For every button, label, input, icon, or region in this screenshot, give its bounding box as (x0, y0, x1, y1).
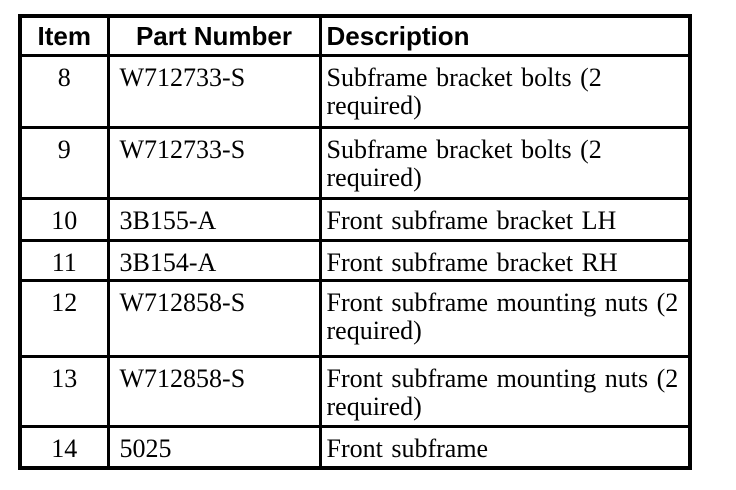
item-cell: 11 (18, 239, 110, 282)
description-cell: Front subframe mounting nuts (2 required… (318, 279, 692, 358)
part-number-cell: W712733-S (106, 126, 322, 200)
column-header-part-number: Part Number (106, 14, 322, 57)
item-cell: 13 (18, 355, 110, 428)
table-row: 14 5025 Front subframe (18, 425, 692, 469)
table-row: 13 W712858-S Front subframe mounting nut… (18, 355, 692, 428)
column-header-item: Item (18, 14, 110, 57)
table-row: 12 W712858-S Front subframe mounting nut… (18, 279, 692, 358)
description-cell: Front subframe mounting nuts (2 required… (318, 355, 692, 428)
table-row: 9 W712733-S Subframe bracket bolts (2 re… (18, 126, 692, 200)
description-cell: Subframe bracket bolts (2 required) (318, 54, 692, 129)
table-row: 8 W712733-S Subframe bracket bolts (2 re… (18, 54, 692, 129)
part-number-cell: W712858-S (106, 279, 322, 358)
item-cell: 10 (18, 197, 110, 242)
part-number-cell: 5025 (106, 425, 322, 469)
table-row: 11 3B154-A Front subframe bracket RH (18, 239, 692, 282)
table-row: 10 3B155-A Front subframe bracket LH (18, 197, 692, 242)
part-number-cell: W712733-S (106, 54, 322, 129)
description-cell: Subframe bracket bolts (2 required) (318, 126, 692, 200)
description-cell: Front subframe (318, 425, 692, 469)
part-number-cell: 3B155-A (106, 197, 322, 242)
part-number-cell: 3B154-A (106, 239, 322, 282)
header-row: Item Part Number Description (18, 14, 692, 57)
part-number-cell: W712858-S (106, 355, 322, 428)
item-cell: 14 (18, 425, 110, 469)
description-cell: Front subframe bracket LH (318, 197, 692, 242)
column-header-description: Description (318, 14, 692, 57)
parts-table: Item Part Number Description 8 W712733-S… (18, 14, 692, 470)
item-cell: 9 (18, 126, 110, 200)
description-cell: Front subframe bracket RH (318, 239, 692, 282)
item-cell: 8 (18, 54, 110, 129)
item-cell: 12 (18, 279, 110, 358)
